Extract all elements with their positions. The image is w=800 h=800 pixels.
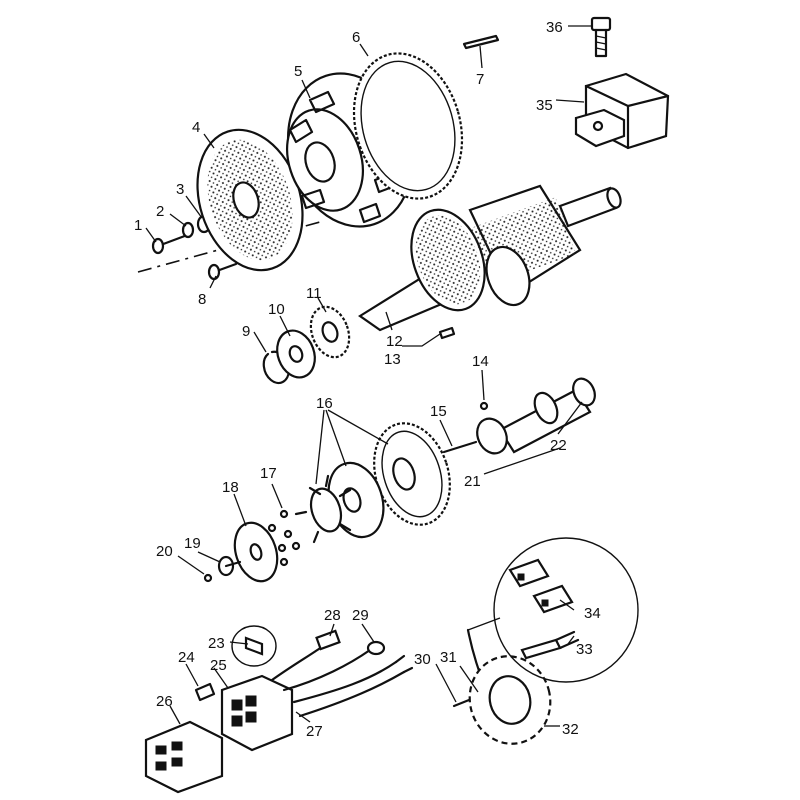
ground-terminal (194, 682, 216, 702)
callout-9: 9 (242, 323, 250, 340)
leader-lines (145, 25, 592, 727)
wire-connector (231, 625, 277, 667)
ring-gear (352, 52, 464, 200)
governor-nut (217, 555, 242, 577)
connector-block (220, 674, 294, 752)
cam-washer (327, 461, 385, 539)
camshaft (476, 377, 596, 455)
callout-36: 36 (546, 19, 563, 36)
callout-25: 25 (210, 657, 227, 674)
callout-34: 34 (584, 605, 601, 622)
callout-11: 11 (306, 285, 322, 302)
callout-4: 4 (192, 119, 200, 136)
flywheel-screen (196, 128, 304, 272)
crankshaft-key (438, 326, 456, 340)
flywheel-bolt (151, 232, 192, 255)
flywheel-key (462, 34, 500, 50)
callout-16: 16 (316, 395, 333, 412)
callout-13: 13 (384, 351, 401, 368)
governor-weights (294, 474, 352, 544)
cam-pin (442, 440, 478, 454)
callout-7: 7 (476, 71, 484, 88)
callout-23: 23 (208, 635, 225, 652)
callout-1: 1 (134, 217, 142, 234)
detail-inset (467, 537, 639, 683)
screen-screw (207, 262, 238, 281)
callout-12: 12 (386, 333, 403, 350)
callout-19: 19 (184, 535, 201, 552)
callout-35: 35 (536, 97, 553, 114)
lock-washer (181, 221, 195, 239)
crankshaft (358, 184, 622, 332)
callout-20: 20 (156, 543, 173, 560)
callout-21: 21 (464, 473, 481, 490)
connector-plug (144, 720, 224, 794)
callout-5: 5 (294, 63, 302, 80)
callout-15: 15 (430, 403, 447, 420)
callout-17: 17 (260, 465, 277, 482)
callout-2: 2 (156, 203, 164, 220)
callout-6: 6 (352, 29, 360, 46)
small-ball (203, 573, 213, 583)
callout-31: 31 (440, 649, 457, 666)
callout-30: 30 (414, 651, 431, 668)
callout-8: 8 (198, 291, 206, 308)
callout-33: 33 (576, 641, 593, 658)
callout-14: 14 (472, 353, 489, 370)
camshaft-pin (479, 401, 489, 411)
callout-28: 28 (324, 607, 341, 624)
voltage-regulator (574, 72, 670, 150)
callout-22: 22 (550, 437, 567, 454)
callout-3: 3 (176, 181, 184, 198)
alternator-stator (468, 655, 552, 745)
callout-24: 24 (178, 649, 195, 666)
callout-26: 26 (156, 693, 173, 710)
regulator-bolt (590, 16, 612, 58)
callout-18: 18 (222, 479, 239, 496)
callout-labels: 1 2 3 4 5 6 7 8 9 10 11 12 13 14 15 16 1… (134, 19, 601, 740)
wiring-harness (270, 629, 414, 718)
callout-27: 27 (306, 723, 323, 740)
governor-plate (233, 521, 279, 583)
crankshaft-gear (309, 305, 351, 359)
cam-gear (373, 422, 451, 526)
callout-32: 32 (562, 721, 579, 738)
callout-10: 10 (268, 301, 285, 318)
callout-29: 29 (352, 607, 369, 624)
